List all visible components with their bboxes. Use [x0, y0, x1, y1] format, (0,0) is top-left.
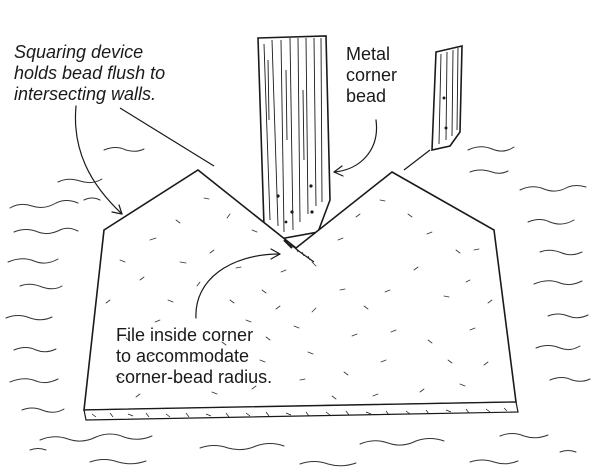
- back-wall-edges: [119, 107, 431, 171]
- arrow-metal-corner-bead: [333, 119, 378, 173]
- leader-arrows: [74, 105, 378, 319]
- filed-inside-corner: [283, 239, 315, 263]
- callout-file-inside-corner-line-3: corner-bead radius.: [116, 367, 273, 387]
- callout-squaring-device-line-2: holds bead flush to: [14, 63, 166, 83]
- arrow-file-inside-corner: [195, 253, 281, 319]
- right-metal-post: [431, 44, 463, 152]
- drywall-panel: [83, 169, 519, 421]
- background-texture: [5, 146, 591, 467]
- callout-squaring-device-line-1: Squaring device: [14, 42, 144, 62]
- callout-file-inside-corner-line-2: to accommodate: [116, 346, 250, 366]
- callout-squaring-device-line-3: intersecting walls.: [14, 84, 157, 104]
- drywall-speckle: [105, 197, 493, 400]
- callout-metal-corner-bead: Metal corner bead: [346, 44, 397, 107]
- callout-file-inside-corner-line-1: File inside corner: [116, 325, 254, 345]
- callout-metal-corner-bead-line-2: corner: [346, 65, 398, 85]
- arrow-squaring-device: [74, 105, 123, 215]
- callout-metal-corner-bead-line-3: bead: [346, 86, 387, 106]
- callout-file-inside-corner: File inside corner to accommodate corner…: [116, 325, 272, 388]
- metal-corner-bead-post: [257, 35, 331, 241]
- callout-metal-corner-bead-line-1: Metal: [346, 44, 391, 64]
- callout-squaring-device: Squaring device holds bead flush to inte…: [14, 42, 165, 105]
